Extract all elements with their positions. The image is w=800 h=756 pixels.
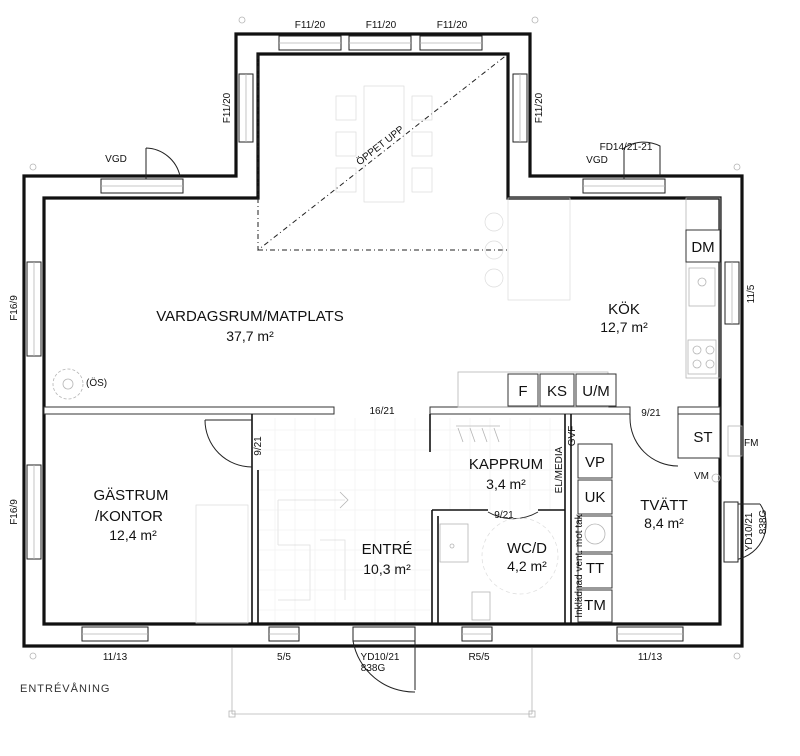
corner-markers	[29, 16, 741, 660]
guest-room-name-2: /KONTOR	[95, 508, 163, 525]
fixture-f: F	[518, 383, 527, 400]
window-label-south-right: 11/13	[638, 652, 663, 663]
window-label-west-upper: F16/9	[9, 295, 20, 321]
vgd-label-right: VGD	[586, 155, 608, 166]
open-above-label: ÖPPET UPP	[354, 123, 407, 168]
fixture-st: ST	[693, 429, 712, 446]
entry-area: 10,3 m²	[363, 561, 411, 577]
closet-name: KAPPRUM	[469, 456, 543, 473]
fixture-tm: TM	[584, 597, 606, 614]
window-label-east: 11/5	[746, 284, 757, 303]
kitchen-counter	[457, 197, 721, 408]
fixture-ks: KS	[547, 383, 567, 400]
door-label-laundry: 9/21	[641, 408, 661, 419]
vgd-label-left: VGD	[105, 154, 127, 165]
closet-hangers	[456, 425, 500, 443]
open-above-outline	[257, 53, 509, 252]
entry-name: ENTRÉ	[362, 541, 413, 558]
entry-door-label: YD10/21	[361, 652, 400, 663]
laundry-name: TVÄTT	[640, 497, 688, 514]
fm-label: FM	[744, 438, 758, 449]
window-label-top-3: F11/20	[437, 20, 468, 31]
interior-walls	[43, 406, 721, 624]
kitchen-island	[484, 197, 571, 301]
window-label-top-2: F11/20	[366, 20, 397, 31]
fixture-dm: DM	[691, 239, 714, 256]
entry-floor-tiles	[258, 418, 565, 622]
vent-label: Inklädnad vent. mot tak	[574, 513, 585, 617]
living-room-area: 37,7 m²	[226, 328, 274, 344]
wc-area: 4,2 m²	[507, 558, 547, 574]
fixture-um: U/M	[582, 383, 610, 400]
wc-fixtures	[439, 517, 559, 621]
side-door-label: YD10/21	[744, 512, 755, 551]
terrace-outline	[228, 648, 536, 718]
opening-label-living: 16/21	[369, 406, 394, 417]
entry-door-size: 838G	[361, 663, 386, 674]
window-label-south-wc: R5/5	[468, 652, 490, 663]
entry-furniture	[277, 491, 349, 601]
laundry-fixtures	[577, 413, 743, 623]
doors	[145, 141, 767, 693]
vm-label: VM	[694, 471, 709, 482]
living-room-name: VARDAGSRUM/MATPLATS	[156, 308, 344, 325]
window-label-south-left: 11/13	[103, 652, 128, 663]
window-label-bay-right: F11/20	[534, 92, 545, 123]
door-label-guest: 9/21	[253, 436, 264, 456]
el-media-label: EL/MEDIA	[554, 446, 565, 493]
side-door-size: 838G	[758, 510, 769, 535]
guest-bed	[195, 504, 249, 624]
fixture-vp: VP	[585, 454, 605, 471]
window-label-west-lower: F16/9	[9, 499, 20, 525]
kitchen-name: KÖK	[608, 300, 640, 318]
window-label-bay-left: F11/20	[222, 92, 233, 123]
door-label-wc: 9/21	[494, 510, 514, 521]
guest-room-area: 12,4 m²	[109, 527, 157, 543]
fd-label: FD14/21-21	[600, 142, 653, 153]
floor-caption: ENTRÉVÅNING	[20, 682, 110, 695]
fixture-tt: TT	[586, 560, 604, 577]
guest-room-name-1: GÄSTRUM	[94, 487, 169, 504]
gvf-label: GVF	[567, 426, 578, 447]
fixture-uk: UK	[585, 489, 606, 506]
closet-area: 3,4 m²	[486, 476, 526, 492]
os-label: (ÖS)	[86, 377, 107, 389]
window-label-south-mid: 5/5	[277, 652, 291, 663]
kitchen-area: 12,7 m²	[600, 319, 648, 335]
windows	[26, 35, 740, 642]
os-symbol	[52, 368, 84, 400]
laundry-area: 8,4 m²	[644, 515, 684, 531]
window-label-top-1: F11/20	[295, 20, 326, 31]
wc-name: WC/D	[507, 540, 547, 557]
